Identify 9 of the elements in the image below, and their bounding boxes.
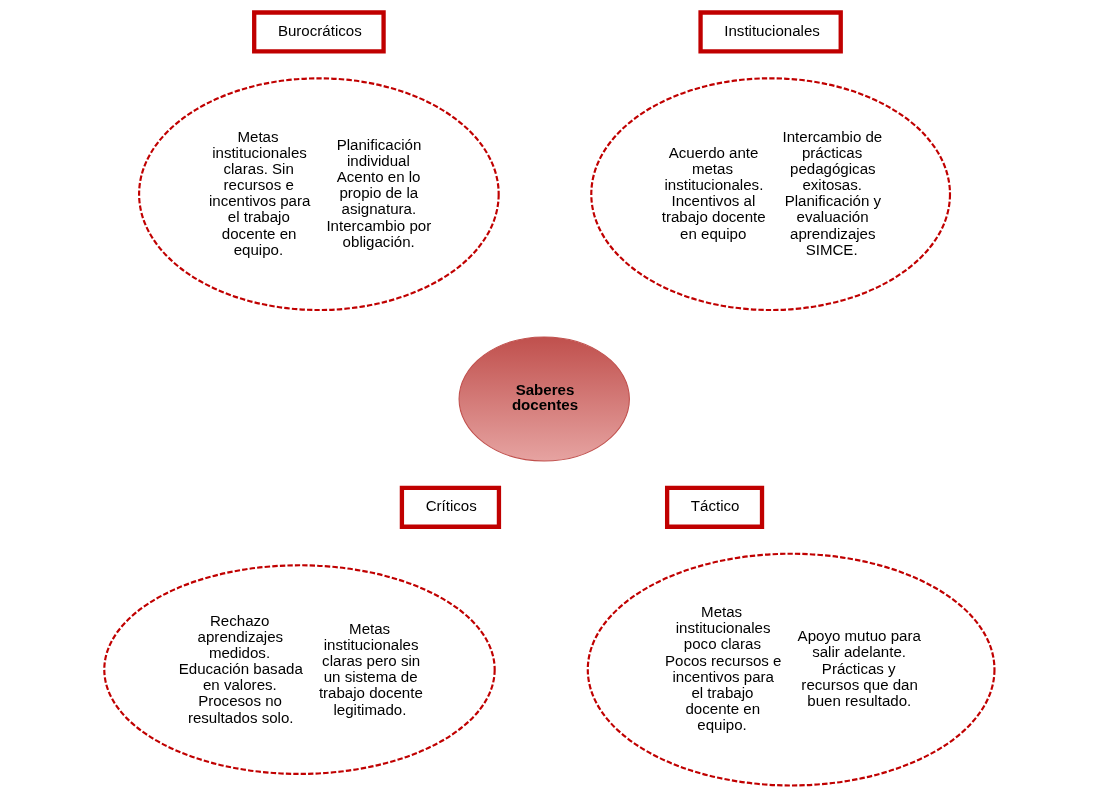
node-ellipse: Metas institucionales claras. Sin recursos e incentivos para el trabajo docente en equipo. Planificación individual Acento en lo propio de la asignatura. Intercambio por obligación. [138,77,500,312]
node-ellipse: Rechazo aprendizajes medidos. Educación basada en valores. Procesos no resultados solo. Metas institucionales claras pero sin un sistema de trabajo docente legitimado. [103,564,496,775]
node-ellipse: Metas institucionales poco claras Pocos recursos e incentivos para el trabajo docente en equipo. Apoyo mutuo para salir adelante. Prácticas y recursos que dan buen resultado. [586,552,996,787]
node-box: Burocráticos [252,10,386,54]
node-box: Críticos [399,485,502,529]
node-box: Institucionales [698,10,843,54]
node-ellipse: Acuerdo ante metas institucionales. Incentivos al trabajo docente en equipo Intercambio de prácticas pedagógicas exitosas. Planificación y evaluación aprendizajes SIMCE. [590,77,952,312]
node-ellipse: Saberes docentes [458,336,630,462]
node-box: Táctico [665,485,765,529]
